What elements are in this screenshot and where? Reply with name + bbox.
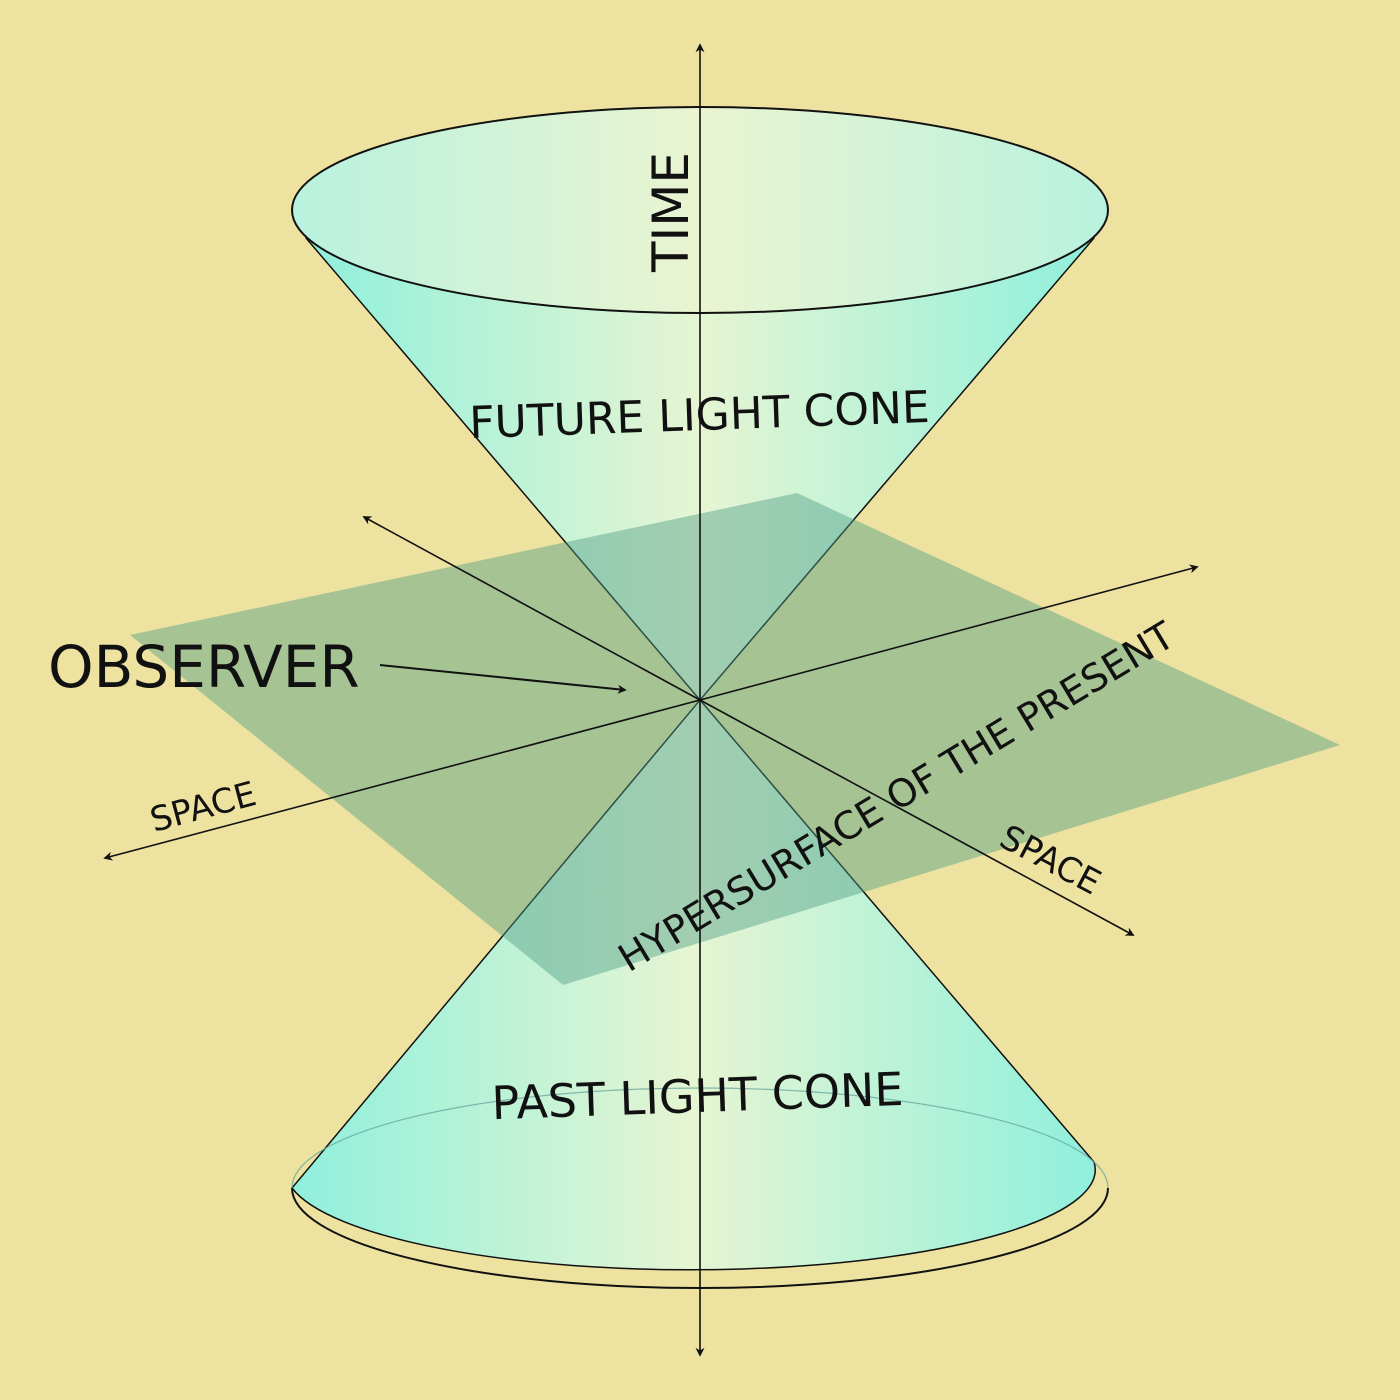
observer-pointer xyxy=(379,664,627,694)
hypersurface-plane xyxy=(130,493,1340,985)
time-label: TIME xyxy=(642,152,700,273)
observer-label: OBSERVER xyxy=(48,633,360,701)
space-axis-a-negative xyxy=(103,699,701,861)
space-label-left: SPACE xyxy=(146,774,260,841)
past-cone-body xyxy=(291,698,1096,1271)
space-axis-b-negative xyxy=(362,516,701,701)
space-axis-a xyxy=(699,564,1199,701)
space-axis-b xyxy=(699,699,1135,936)
